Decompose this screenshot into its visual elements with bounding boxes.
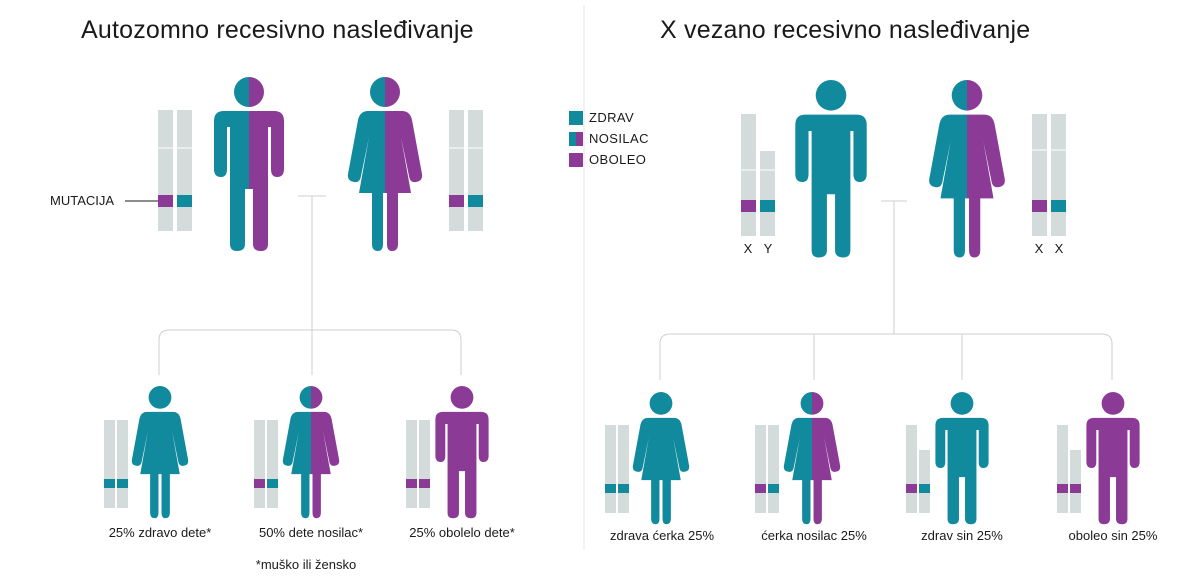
legend-label: ZDRAV bbox=[589, 110, 635, 125]
right-child-affected-son-chromosomes bbox=[1057, 425, 1081, 513]
left-mother-carrier-figure bbox=[347, 77, 423, 251]
legend-item-affected: OBOLEO bbox=[569, 149, 649, 170]
right-mother-chromosomes bbox=[1032, 114, 1066, 236]
legend-label: OBOLEO bbox=[589, 152, 647, 167]
mother-chromosome-x1-label: X bbox=[1034, 241, 1044, 256]
legend-label: NOSILAC bbox=[589, 131, 649, 146]
right-title: X vezano recesivno nasleđivanje bbox=[660, 16, 1031, 44]
right-child-label-healthy-daughter: zdrava ćerka 25% bbox=[609, 528, 715, 543]
right-child-carrier-daughter-figure bbox=[783, 392, 841, 525]
right-mother-carrier-figure bbox=[929, 80, 1005, 258]
right-child-healthy-daughter-figure bbox=[632, 392, 690, 525]
left-child-affected-figure bbox=[435, 386, 489, 519]
right-father-healthy-figure bbox=[795, 80, 867, 258]
legend-item-carrier: NOSILAC bbox=[569, 128, 649, 149]
carrier-swatch-icon bbox=[569, 131, 583, 146]
left-father-chromosomes bbox=[158, 110, 192, 231]
mutation-label: MUTACIJA bbox=[50, 193, 115, 208]
right-child-label-affected-son: oboleo sin 25% bbox=[1068, 528, 1158, 543]
right-child-label-carrier-daughter: ćerka nosilac 25% bbox=[761, 528, 867, 543]
healthy-swatch-icon bbox=[569, 110, 583, 125]
right-connector-lines bbox=[659, 200, 1113, 380]
mother-chromosome-x2-label: X bbox=[1054, 241, 1064, 256]
father-chromosome-x-label: X bbox=[743, 241, 753, 256]
legend-item-healthy: ZDRAV bbox=[569, 107, 649, 128]
legend: ZDRAV NOSILAC OBOLEO bbox=[569, 107, 649, 170]
footnote: *muško ili žensko bbox=[255, 557, 357, 572]
left-child-carrier-chromosomes bbox=[254, 420, 278, 508]
left-child-label-healthy: 25% zdravo dete* bbox=[108, 525, 212, 540]
right-child-healthy-daughter-chromosomes bbox=[605, 425, 629, 513]
left-child-label-carrier: 50% dete nosilac* bbox=[258, 525, 364, 540]
left-mother-chromosomes bbox=[449, 110, 483, 231]
right-child-healthy-son-figure bbox=[935, 392, 989, 525]
left-father-carrier-figure bbox=[214, 77, 284, 251]
left-connector-lines bbox=[125, 195, 462, 375]
right-child-affected-son-figure bbox=[1086, 392, 1140, 525]
father-chromosome-y-label: Y bbox=[763, 241, 773, 256]
left-title: Autozomno recesivno nasleđivanje bbox=[81, 16, 474, 44]
left-child-label-affected: 25% obolelo dete* bbox=[409, 525, 515, 540]
affected-swatch-icon bbox=[569, 152, 583, 167]
right-father-chromosomes bbox=[741, 114, 775, 236]
left-child-healthy-chromosomes bbox=[104, 420, 128, 508]
left-child-healthy-figure bbox=[131, 386, 189, 519]
right-child-carrier-daughter-chromosomes bbox=[755, 425, 779, 513]
right-child-label-healthy-son: zdrav sin 25% bbox=[921, 528, 1003, 543]
left-child-affected-chromosomes bbox=[406, 420, 430, 508]
left-child-carrier-figure bbox=[282, 386, 340, 519]
right-child-healthy-son-chromosomes bbox=[906, 425, 930, 513]
